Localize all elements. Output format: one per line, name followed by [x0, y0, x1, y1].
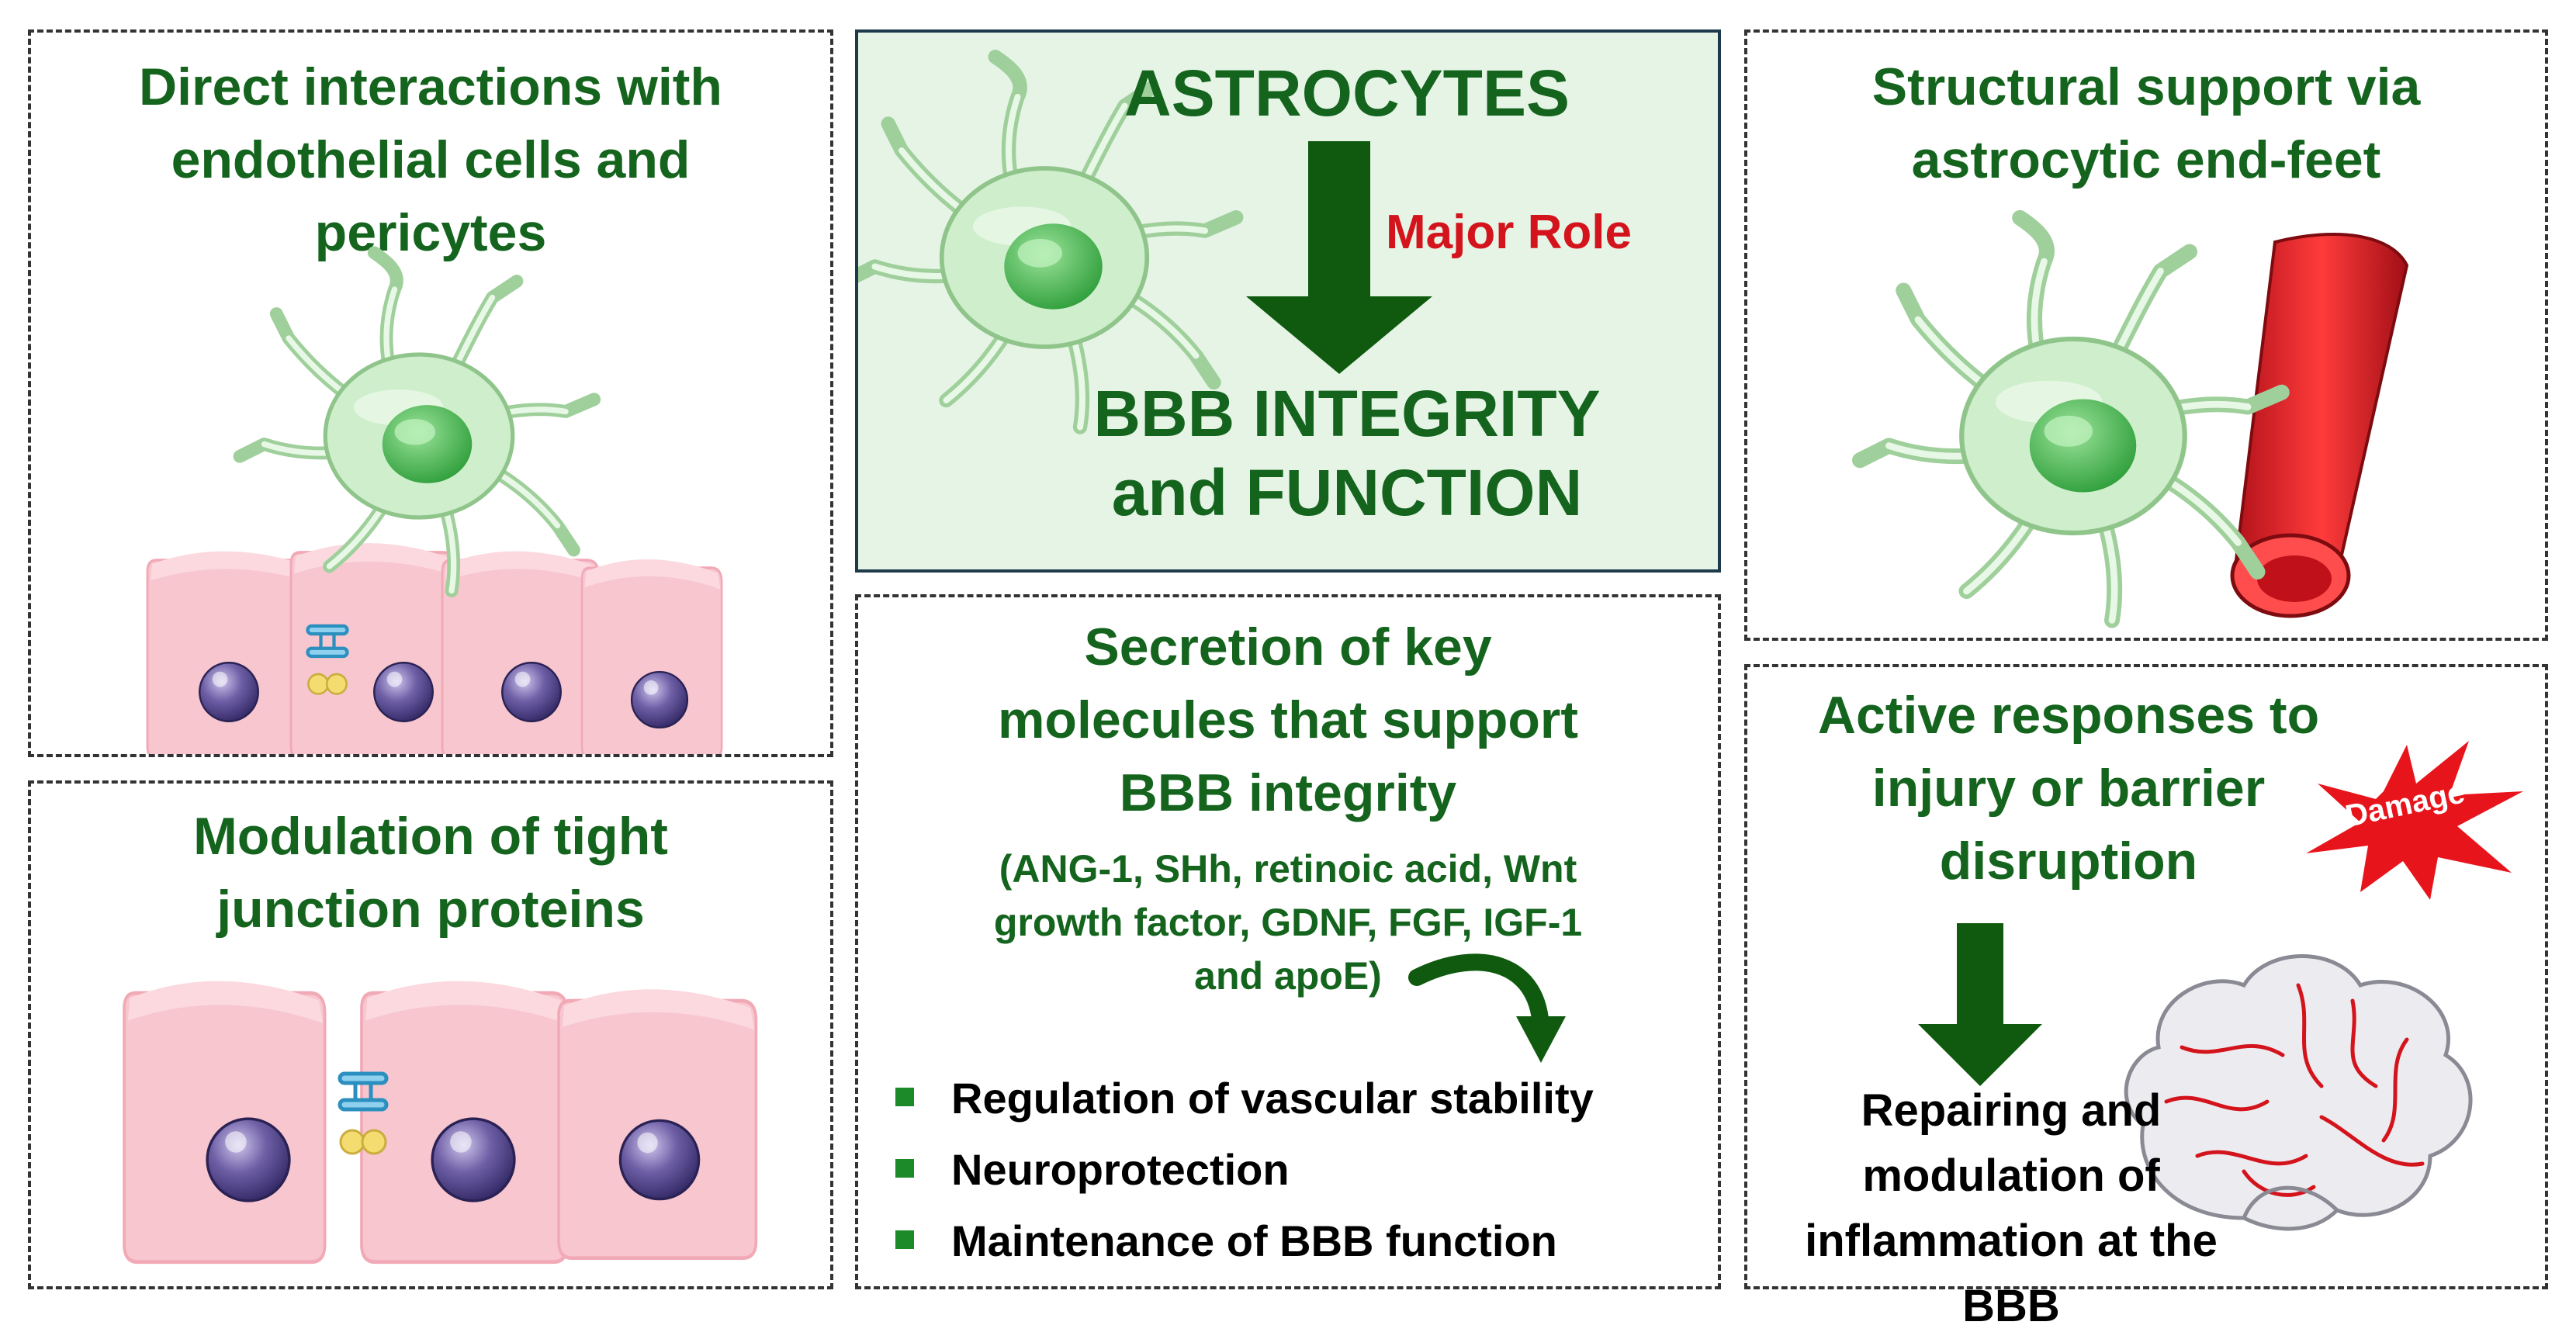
panel-secretion: Secretion of key molecules that support …	[855, 594, 1721, 1289]
bullet-square-icon	[895, 1230, 914, 1249]
endothelial-cells-astrocyte-illustration	[146, 33, 723, 754]
brain-icon	[2124, 954, 2473, 1231]
panel-direct-interactions: Direct interactions with endothelial cel…	[28, 29, 833, 757]
panel-structural-title: Structural support via astrocytic end-fe…	[1871, 57, 2421, 189]
panel-structural-support: Structural support via astrocytic end-fe…	[1744, 29, 2548, 641]
bullet-item: Maintenance of BBB function	[889, 1206, 1594, 1277]
bullet-square-icon	[895, 1159, 914, 1178]
tight-junction-cells-illustration	[31, 784, 830, 1288]
bullet-item: Regulation of vascular stability	[889, 1063, 1594, 1134]
astrocytes-label: ASTROCYTES	[1124, 57, 1570, 130]
panel-secretion-title: Secretion of key molecules that support …	[997, 618, 1579, 822]
down-arrow-icon	[1246, 141, 1432, 374]
secreted-molecules-list: (ANG-1, SHh, retinoic acid, Wnt growth f…	[993, 847, 1583, 998]
outcomes-bullet-list: Regulation of vascular stability Neuropr…	[889, 1063, 1594, 1277]
curved-arrow-icon	[1408, 953, 1549, 1040]
bullet-item: Neuroprotection	[889, 1134, 1594, 1206]
astrocytes-illustration-and-arrow	[858, 33, 1432, 568]
down-arrow-icon	[1918, 923, 2042, 1086]
major-role-label: Major Role	[1386, 206, 1632, 259]
damage-burst-icon	[2306, 741, 2523, 900]
panel-astrocytes-major-role: ASTROCYTES Major Role BBB INTEGRITY and …	[855, 29, 1721, 573]
panel-modulation-tight-junction: Modulation of tight junction proteins	[28, 780, 833, 1289]
bullet-square-icon	[895, 1088, 914, 1106]
panel-modulation-title: Modulation of tight junction proteins	[193, 807, 668, 939]
panel-active-responses: Active responses to injury or barrier di…	[1744, 664, 2548, 1331]
bbb-integrity-label: BBB INTEGRITY and FUNCTION	[1093, 377, 1601, 530]
panel-active-title: Active responses to injury or barrier di…	[1817, 686, 2320, 891]
astrocyte-end-feet-vessel-illustration	[1747, 33, 2409, 638]
curved-arrow-illustration	[1408, 953, 1566, 1063]
panel-direct-title: Direct interactions with endothelial cel…	[139, 57, 722, 262]
repair-outcome-text: Repairing and modulation of inflammation…	[1805, 1085, 2218, 1332]
damage-arrow-brain-illustration	[1918, 741, 2523, 1231]
